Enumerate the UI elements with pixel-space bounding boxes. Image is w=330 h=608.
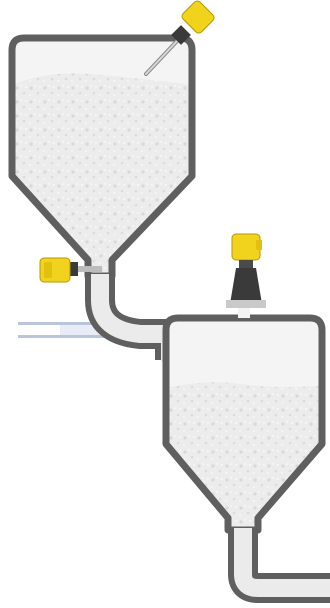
outlet-pipe [228, 528, 330, 603]
lower-silo [162, 308, 326, 534]
radar-level-sensor [226, 233, 266, 308]
radar-sensor-icon [226, 233, 266, 308]
vibrating-level-switch-outlet [39, 257, 102, 283]
feed-pipe [18, 322, 114, 338]
level-switch-icon [39, 257, 102, 283]
transfer-pipe [85, 274, 185, 362]
upper-silo [8, 34, 196, 280]
